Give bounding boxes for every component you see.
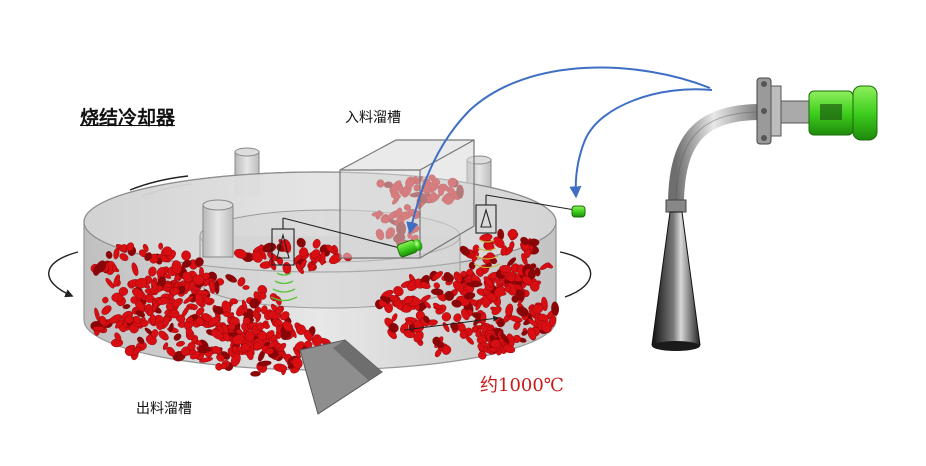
- flange-icon: [756, 77, 782, 145]
- discharge-chute-label: 出料溜槽: [136, 401, 192, 417]
- radar-wave-icon: [473, 239, 501, 269]
- radar-level-transmitter: [651, 77, 878, 351]
- signal-arrow-icon: [406, 66, 713, 235]
- diagram-title: 烧结冷却器: [80, 107, 176, 129]
- radar-level-sensor-icon: [475, 194, 576, 234]
- horn-antenna-icon: [651, 199, 701, 351]
- feed-chute: [339, 139, 475, 259]
- hot-sinter-ore: [90, 174, 560, 377]
- radar-wave-icon: [270, 272, 298, 302]
- transmitter-housing: [808, 85, 878, 141]
- radar-level-sensor-icon: [271, 217, 401, 266]
- flow-arrow-icon: [403, 315, 500, 331]
- sensor-head-icon: [396, 205, 586, 258]
- temperature-label: 约1000℃: [480, 375, 564, 396]
- feed-chute-label: 入料溜槽: [345, 110, 401, 126]
- cooler-post-front: [202, 199, 234, 258]
- discharge-chute: [299, 339, 383, 415]
